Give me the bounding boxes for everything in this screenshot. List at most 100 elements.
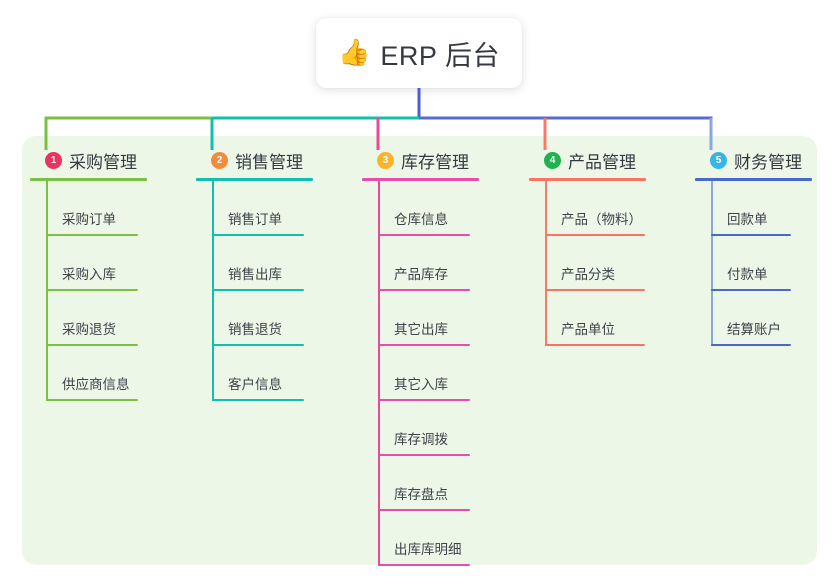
leaf-item[interactable]: 采购订单: [46, 181, 188, 236]
branch-underline-1: [30, 178, 147, 181]
leaf-item[interactable]: 仓库信息: [378, 181, 520, 236]
branch-children-2: 销售订单销售出库销售退货客户信息: [196, 181, 354, 401]
leaf-underline: [212, 344, 304, 346]
branch-badge-2: 2: [211, 151, 228, 169]
leaf-underline: [46, 344, 138, 346]
leaf-label: 供应商信息: [62, 377, 130, 392]
branch-underline-3: [362, 178, 479, 181]
thumbs-up-icon: 👍: [338, 37, 371, 67]
leaf-underline: [212, 289, 304, 291]
branch-column-5: 5 财务管理回款单付款单结算账户: [695, 148, 825, 346]
leaf-item[interactable]: 库存调拨: [378, 401, 520, 456]
branch-stem-1: [46, 181, 48, 401]
leaf-item[interactable]: 供应商信息: [46, 346, 188, 401]
branch-label-5: 财务管理: [734, 152, 802, 172]
leaf-underline: [545, 234, 645, 236]
branch-label-1: 采购管理: [69, 152, 137, 172]
leaf-label: 仓库信息: [394, 212, 448, 227]
branch-label-2: 销售管理: [235, 152, 303, 172]
leaf-item[interactable]: 结算账户: [711, 291, 825, 346]
leaf-label: 销售退货: [228, 322, 282, 337]
leaf-underline: [378, 564, 470, 566]
leaf-underline: [711, 344, 791, 346]
branch-stem-5: [711, 181, 713, 346]
root-node[interactable]: 👍 ERP 后台: [316, 18, 522, 88]
branches-panel: [22, 136, 817, 565]
leaf-item[interactable]: 其它出库: [378, 291, 520, 346]
branch-children-3: 仓库信息产品库存其它出库其它入库库存调拨库存盘点出库库明细: [362, 181, 520, 566]
branch-badge-3: 3: [377, 151, 394, 169]
leaf-label: 付款单: [727, 267, 768, 282]
leaf-label: 采购退货: [62, 322, 116, 337]
branch-badge-5: 5: [710, 151, 727, 169]
branch-column-3: 3 库存管理仓库信息产品库存其它出库其它入库库存调拨库存盘点出库库明细: [362, 148, 520, 566]
leaf-item[interactable]: 产品单位: [545, 291, 687, 346]
leaf-label: 销售订单: [228, 212, 282, 227]
branch-stem-3: [378, 181, 380, 566]
branch-underline-4: [529, 178, 646, 181]
leaf-item[interactable]: 其它入库: [378, 346, 520, 401]
leaf-item[interactable]: 销售退货: [212, 291, 354, 346]
leaf-label: 回款单: [727, 212, 768, 227]
branch-children-5: 回款单付款单结算账户: [695, 181, 825, 346]
branch-header-5[interactable]: 5 财务管理: [695, 148, 825, 172]
leaf-underline: [212, 234, 304, 236]
leaf-item[interactable]: 客户信息: [212, 346, 354, 401]
leaf-label: 客户信息: [228, 377, 282, 392]
leaf-underline: [46, 289, 138, 291]
leaf-item[interactable]: 库存盘点: [378, 456, 520, 511]
leaf-underline: [378, 289, 470, 291]
leaf-underline: [378, 234, 470, 236]
leaf-label: 库存盘点: [394, 487, 448, 502]
leaf-item[interactable]: 产品分类: [545, 236, 687, 291]
leaf-label: 其它入库: [394, 377, 448, 392]
leaf-underline: [46, 399, 138, 401]
leaf-underline: [212, 399, 304, 401]
leaf-underline: [711, 289, 791, 291]
branch-label-3: 库存管理: [401, 152, 469, 172]
leaf-label: 其它出库: [394, 322, 448, 337]
leaf-label: 结算账户: [727, 322, 781, 337]
leaf-label: 出库库明细: [394, 542, 462, 557]
leaf-label: 产品库存: [394, 267, 448, 282]
leaf-label: 产品（物料）: [561, 212, 642, 227]
branch-children-1: 采购订单采购入库采购退货供应商信息: [30, 181, 188, 401]
leaf-underline: [378, 399, 470, 401]
leaf-item[interactable]: 产品（物料）: [545, 181, 687, 236]
leaf-label: 产品单位: [561, 322, 615, 337]
branch-stem-2: [212, 181, 214, 401]
leaf-item[interactable]: 回款单: [711, 181, 825, 236]
branch-label-4: 产品管理: [568, 152, 636, 172]
leaf-item[interactable]: 销售出库: [212, 236, 354, 291]
leaf-label: 采购入库: [62, 267, 116, 282]
leaf-underline: [378, 509, 470, 511]
leaf-underline: [545, 289, 645, 291]
leaf-label: 销售出库: [228, 267, 282, 282]
leaf-item[interactable]: 采购入库: [46, 236, 188, 291]
branch-column-4: 4 产品管理产品（物料） 产品分类产品单位: [529, 148, 687, 346]
leaf-item[interactable]: 采购退货: [46, 291, 188, 346]
branch-badge-4: 4: [544, 151, 561, 169]
branch-underline-2: [196, 178, 313, 181]
branch-children-4: 产品（物料） 产品分类产品单位: [529, 181, 687, 346]
leaf-item[interactable]: 付款单: [711, 236, 825, 291]
leaf-underline: [46, 234, 138, 236]
branch-stem-4: [545, 181, 547, 346]
leaf-item[interactable]: 产品库存: [378, 236, 520, 291]
leaf-label: 库存调拨: [394, 432, 448, 447]
branch-header-3[interactable]: 3 库存管理: [362, 148, 520, 172]
leaf-underline: [545, 344, 645, 346]
leaf-label: 产品分类: [561, 267, 615, 282]
leaf-underline: [378, 454, 470, 456]
root-title: ERP 后台: [380, 40, 500, 71]
leaf-underline: [711, 234, 791, 236]
branch-underline-5: [695, 178, 812, 181]
branch-header-2[interactable]: 2 销售管理: [196, 148, 354, 172]
leaf-item[interactable]: 销售订单: [212, 181, 354, 236]
leaf-item[interactable]: 出库库明细: [378, 511, 520, 566]
branch-header-4[interactable]: 4 产品管理: [529, 148, 687, 172]
leaf-label: 采购订单: [62, 212, 116, 227]
